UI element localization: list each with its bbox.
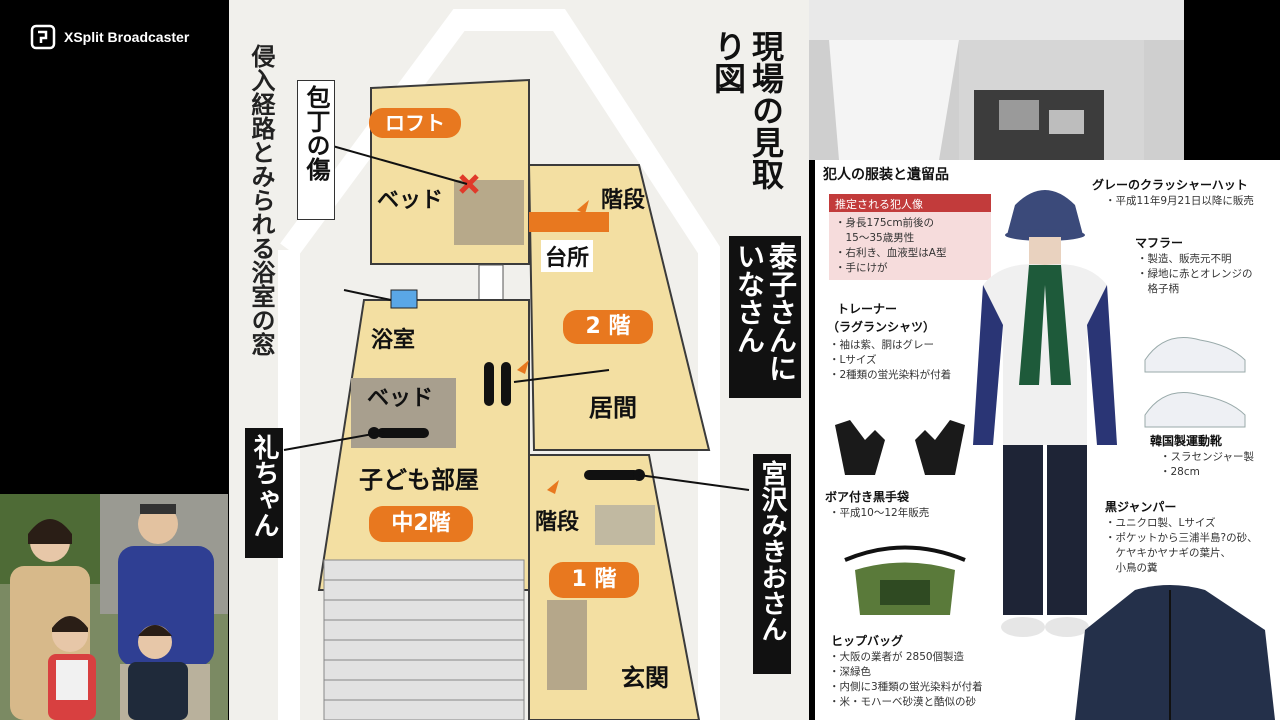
bag-title: ヒップバッグ: [831, 634, 904, 648]
floor-plan-diagram: 現場の見取り図 侵入経路とみられる浴室の窓 包丁の傷 ロフト ベッド 階段 台所…: [229, 0, 809, 720]
victim-couple-label: 泰子さんにいなさん: [729, 236, 801, 398]
trainer-title: トレーナー: [837, 302, 898, 316]
hat-desc: ・平成11年9月21日以降に販売: [1105, 195, 1254, 207]
first-floor-label: 1 階: [549, 562, 639, 598]
bathtub-photo: [809, 0, 1184, 160]
trainer-line: ・袖は紫、胴はグレー: [829, 339, 934, 351]
loft-bed-label: ベッド: [377, 188, 444, 213]
knife-mark-label: 包丁の傷: [297, 80, 335, 220]
shoes-title: 韓国製運動靴: [1150, 434, 1223, 448]
suspect-line: ・右利き、血液型はA型: [835, 247, 947, 259]
bag-line: ・米・モハーベ砂漠と酷似の砂: [829, 696, 976, 708]
evidence-panel: 犯人の服装と遺留品 推定される犯人像 ・身長175cm前後の 15～35歳男性 …: [815, 160, 1280, 720]
suspect-line: ・手にけが: [835, 262, 888, 274]
kids-bed-label: ベッド: [367, 386, 434, 411]
trainer-line: ・2種類の蛍光染料が付着: [829, 369, 952, 381]
lower-stairs-label: 階段: [535, 510, 580, 535]
trainer-sub: （ラグランシャツ）: [827, 320, 936, 334]
jumper-title: 黒ジャンパー: [1105, 500, 1177, 514]
bag-line: ・深緑色: [829, 666, 871, 678]
hip-bag-image: [844, 545, 966, 615]
suspect-line: 15～35歳男性: [835, 232, 915, 244]
jumper-line: ケヤキかヤナギの葉片、: [1105, 547, 1231, 559]
kids-room-label: 子ども部屋: [359, 466, 479, 494]
bag-line: ・内側に3種類の蛍光染料が付着: [829, 681, 983, 693]
mid-second-floor-label: 中2階: [369, 506, 473, 542]
muffler-line: ・製造、販売元不明: [1137, 253, 1232, 265]
living-room-label: 居間: [589, 394, 637, 422]
muffler-desc: ・製造、販売元不明 ・緑地に赤とオレンジの 格子柄: [1137, 252, 1253, 297]
shoes-line: ・スラセンジャー製: [1160, 451, 1254, 463]
mannequin-figure: [973, 190, 1117, 637]
shoes-line: ・28cm: [1160, 466, 1200, 478]
xsplit-watermark: XSplit Broadcaster: [30, 24, 189, 50]
suspect-profile-header: 推定される犯人像: [829, 194, 991, 214]
muffler-line: 格子柄: [1137, 283, 1179, 295]
victim-mikio-label: 宮沢みきおさん: [753, 454, 791, 674]
trainer-line: ・Lサイズ: [829, 354, 877, 366]
muffler-title: マフラー: [1135, 236, 1184, 250]
bag-desc: ・大阪の業者が 2850個製造 ・深緑色 ・内側に3種類の蛍光染料が付着 ・米・…: [829, 650, 983, 710]
muffler-line: ・緑地に赤とオレンジの: [1137, 268, 1253, 280]
family-photo: [0, 494, 228, 720]
intrusion-route-label: 侵入経路とみられる浴室の窓: [247, 44, 275, 356]
victim-rei-label: 礼ちゃん: [245, 428, 283, 558]
loft-label: ロフト: [369, 108, 461, 138]
upper-stairs-label: 階段: [601, 188, 646, 213]
sneakers-image: [1144, 337, 1246, 428]
jacket-image: [1075, 585, 1275, 720]
evidence-title: 犯人の服装と遺留品: [823, 167, 949, 183]
gloves-desc: ・平成10～12年販売: [829, 507, 930, 519]
jumper-desc: ・ユニクロ製、Lサイズ ・ポケットから三浦半島?の砂、 ケヤキかヤナギの葉片、 …: [1105, 516, 1258, 576]
plan-title: 現場の見取り図: [709, 30, 785, 190]
watermark-label: XSplit Broadcaster: [64, 29, 190, 45]
shoes-desc: ・スラセンジャー製 ・28cm: [1160, 450, 1254, 480]
jumper-line: ・ポケットから三浦半島?の砂、: [1105, 532, 1258, 544]
suspect-profile-box: ・身長175cm前後の 15～35歳男性 ・右利き、血液型はA型 ・手にけが: [829, 212, 991, 280]
jumper-line: ・ユニクロ製、Lサイズ: [1105, 517, 1216, 529]
jumper-line: 小鳥の糞: [1105, 562, 1158, 574]
bathroom-label: 浴室: [371, 328, 416, 353]
kitchen-label: 台所: [541, 240, 594, 272]
gloves-image: [835, 420, 965, 475]
second-floor-label: 2 階: [563, 310, 653, 344]
bag-line: ・大阪の業者が 2850個製造: [829, 651, 965, 663]
xsplit-logo-icon: [30, 24, 56, 50]
suspect-line: ・身長175cm前後の: [835, 217, 935, 229]
entrance-label: 玄関: [621, 664, 669, 692]
trainer-desc: ・袖は紫、胴はグレー ・Lサイズ ・2種類の蛍光染料が付着: [829, 338, 951, 383]
gloves-title: ボア付き黒手袋: [825, 490, 910, 504]
hat-title: グレーのクラッシャーハット: [1092, 178, 1248, 192]
